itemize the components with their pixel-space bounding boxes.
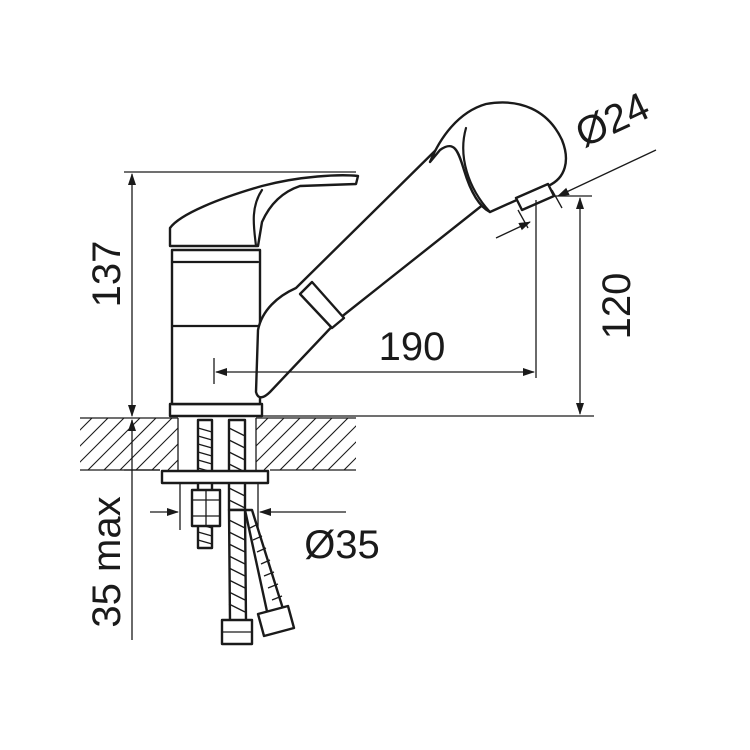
faucet-base: [168, 402, 264, 418]
pull-out-spout: [254, 121, 496, 399]
mounting-nut: [190, 488, 222, 528]
dimension-label-spout-height: 120: [595, 273, 639, 340]
dimension-spout-reach: 190: [213, 200, 537, 384]
faucet-body: [168, 101, 568, 418]
dimension-spout-height: 120: [262, 195, 639, 417]
spray-head: [428, 101, 568, 214]
dimension-total-height: 137: [85, 171, 356, 417]
spray-aerator: [514, 182, 556, 212]
mounting-plate: [160, 469, 270, 485]
supply-hose-upper: [227, 418, 247, 512]
dimension-label-mount-hole: Ø35: [304, 523, 380, 567]
spout-band: [298, 280, 346, 330]
dimension-label-spout-reach: 190: [379, 325, 446, 369]
dimension-mount-hole: Ø35: [150, 484, 380, 567]
dimension-label-total-height: 137: [85, 241, 129, 308]
lever-handle: [168, 174, 360, 248]
supply-hose-right: [243, 508, 296, 638]
hose-fitting-right: [256, 604, 296, 638]
countertop-section: [80, 417, 356, 471]
dimension-counter-thickness: 35 max: [85, 419, 160, 640]
supply-hose-left: [220, 508, 254, 646]
dimension-label-head-diameter: Ø24: [569, 84, 656, 156]
mounting-assembly: [160, 418, 296, 646]
countertop-hatch: [80, 418, 356, 470]
dimension-label-counter-thickness: 35 max: [85, 496, 129, 627]
